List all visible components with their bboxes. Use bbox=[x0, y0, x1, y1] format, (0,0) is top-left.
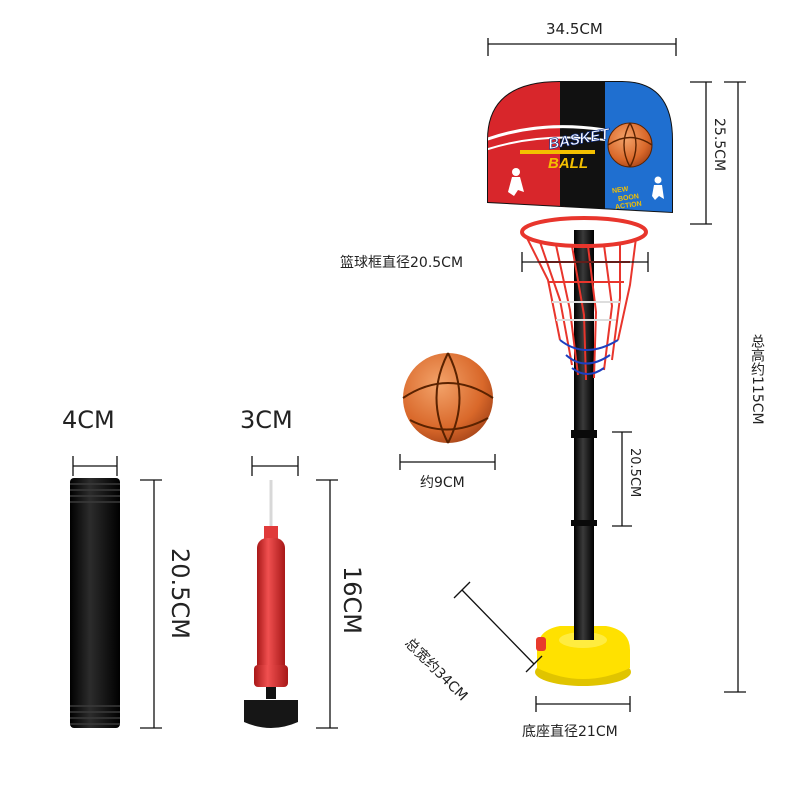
basketball-stand: BASKET BALL NEW BOON ACTION bbox=[487, 81, 673, 686]
ball-size-label: 约9CM bbox=[420, 475, 465, 491]
board-tag-line3: ACTION bbox=[615, 201, 643, 212]
tube-length-label: 20.5CM bbox=[166, 548, 194, 639]
tube-width-label: 4CM bbox=[62, 406, 115, 434]
board-logo-line2: BALL bbox=[548, 155, 588, 172]
backboard-height-label: 25.5CM bbox=[711, 118, 727, 172]
board-ball-icon bbox=[607, 122, 653, 168]
stand-base bbox=[535, 626, 631, 686]
pole-segment-label: 20.5CM bbox=[627, 448, 642, 498]
basketball bbox=[402, 352, 494, 444]
air-pump bbox=[244, 480, 298, 728]
hoop-diameter-label: 篮球框直径20.5CM bbox=[340, 255, 464, 271]
pump-width-label: 3CM bbox=[240, 406, 293, 434]
player-silhouette-icon bbox=[652, 176, 664, 200]
total-height-label: 总高约115CM bbox=[749, 334, 765, 425]
player-silhouette-icon bbox=[508, 168, 524, 196]
pump-length-label: 16CM bbox=[338, 566, 366, 635]
net bbox=[525, 235, 637, 381]
extension-tube bbox=[70, 478, 120, 728]
hoop bbox=[520, 216, 648, 381]
dimension-lines bbox=[72, 38, 746, 729]
backboard-width-label: 34.5CM bbox=[546, 20, 603, 38]
board-tag-line2: BOON bbox=[618, 193, 640, 203]
base-diameter-label: 底座直径21CM bbox=[522, 724, 618, 740]
backboard: BASKET BALL NEW BOON ACTION bbox=[487, 81, 673, 214]
board-tag-line1: NEW bbox=[612, 186, 630, 195]
